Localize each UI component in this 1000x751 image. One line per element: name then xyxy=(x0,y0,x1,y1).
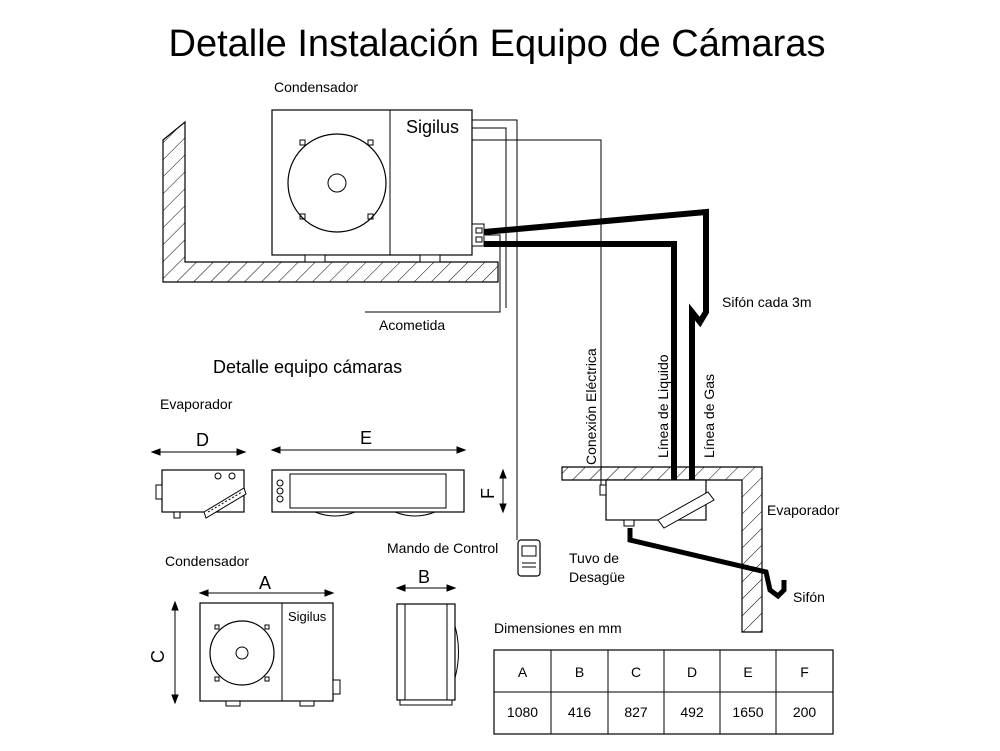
gas-label: Línea de Gas xyxy=(701,374,717,458)
sifon-cada-label: Sifón cada 3m xyxy=(722,294,812,310)
liquido-label: Línea de Liquido xyxy=(655,354,671,458)
dim-b-label: B xyxy=(418,567,430,587)
dimension-f xyxy=(499,468,507,514)
remote-control xyxy=(517,539,541,577)
evaporator-front-view xyxy=(271,469,465,517)
dim-c-label: C xyxy=(148,650,168,663)
brand-label: Sigilus xyxy=(406,117,459,137)
table-value-cell: 492 xyxy=(680,704,704,720)
evaporator-unit xyxy=(599,479,715,529)
table-value-cell: 416 xyxy=(568,704,592,720)
table-caption: Dimensiones en mm xyxy=(494,620,622,636)
dim-d-label: D xyxy=(196,430,209,450)
sifon-label: Sifón xyxy=(793,589,825,605)
table-header-cell: C xyxy=(631,664,641,680)
detail-brand-label: Sigilus xyxy=(288,609,327,624)
drain-pipe xyxy=(627,528,787,600)
dimension-d xyxy=(150,448,247,456)
condenser-unit xyxy=(271,109,485,263)
detail-heading: Detalle equipo cámaras xyxy=(213,357,402,377)
detail-evaporator-label: Evaporador xyxy=(160,396,233,412)
dim-e-label: E xyxy=(360,428,372,448)
evaporator-side-view xyxy=(155,469,247,519)
mando-label: Mando de Control xyxy=(387,540,498,556)
table-value-cell: 200 xyxy=(793,704,817,720)
dimension-b xyxy=(395,584,457,592)
condenser-label: Condensador xyxy=(274,79,358,95)
table-header-cell: D xyxy=(687,664,697,680)
dim-f-label: F xyxy=(478,488,498,499)
desague-label-2: Desagüe xyxy=(569,569,625,585)
table-value-cell: 1650 xyxy=(732,704,763,720)
table-header-cell: A xyxy=(518,664,528,680)
table-header-cell: B xyxy=(575,664,584,680)
dimensions-table xyxy=(493,649,834,735)
dim-a-label: A xyxy=(259,573,271,593)
dimension-a xyxy=(198,589,335,597)
page-title: Detalle Instalación Equipo de Cámaras xyxy=(169,23,826,65)
table-value-cell: 827 xyxy=(624,704,648,720)
refrigerant-lines xyxy=(483,208,709,488)
evaporator-room-wall xyxy=(561,466,763,633)
table-value-cell: 1080 xyxy=(507,704,538,720)
detail-condenser-label: Condensador xyxy=(165,553,249,569)
condenser-side-view xyxy=(396,603,459,706)
table-header-cell: E xyxy=(743,664,752,680)
conexion-label: Conexión Eléctrica xyxy=(583,348,599,465)
acometida-label: Acometida xyxy=(379,317,445,333)
dimension-c xyxy=(171,600,179,705)
electrical-wiring xyxy=(365,119,602,540)
table-header-cell: F xyxy=(800,664,809,680)
desague-label-1: Tuvo de xyxy=(569,550,619,566)
evaporator-label: Evaporador xyxy=(767,502,840,518)
condenser-wall xyxy=(162,120,499,283)
condenser-front-view xyxy=(199,602,341,707)
dimension-e xyxy=(270,446,467,454)
